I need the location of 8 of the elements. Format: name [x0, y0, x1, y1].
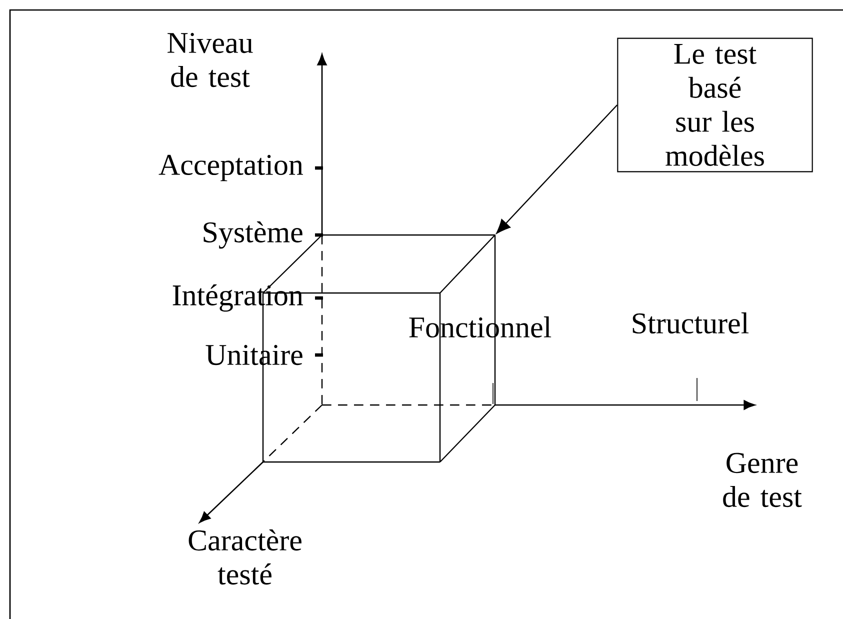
leader-arrow — [496, 104, 618, 234]
tick-label: Système — [204, 221, 302, 249]
axis-label: Caractère testé — [188, 529, 302, 585]
category-label: Structurel — [632, 312, 749, 334]
tick-label: Acceptation — [158, 154, 303, 182]
axis-label: Niveau de test — [168, 32, 253, 88]
callout-box: Le test basé sur les modèles — [617, 38, 813, 172]
axis-label: Genre de test — [723, 452, 802, 508]
